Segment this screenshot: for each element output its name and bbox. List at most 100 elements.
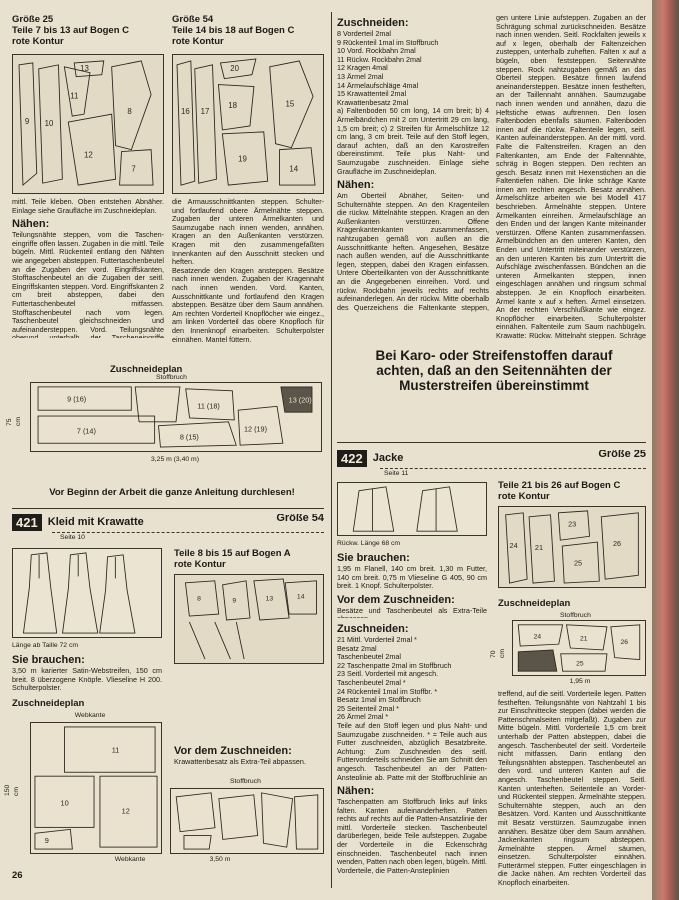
zusch-list-422: 21 Mittl. Vorderteil 2mal * Besatz 2mal … (337, 635, 452, 722)
naehen-text-right: Am Oberteil Abnäher, Seiten- und Schulte… (337, 191, 489, 312)
plan-piece-1: 7 (14) (77, 427, 96, 436)
model-421-seite: Seite 10 (60, 534, 85, 541)
brauchen-heading-421: Sie brauchen: (12, 653, 85, 666)
plan-title-421: Zuschneideplan (12, 698, 85, 709)
vor-heading-422: Vor dem Zuschneiden: (337, 593, 455, 606)
naehen-420-continued: gen untere Linie aufsteppen. Zugaben an … (496, 14, 646, 340)
model-422-seite: Seite 11 (384, 470, 409, 477)
size-54-contour: rote Kontur (172, 36, 224, 47)
plan-piece-0: 9 (16) (67, 394, 86, 403)
model-422-size: Größe 25 (598, 450, 646, 460)
svg-text:17: 17 (201, 107, 210, 116)
svg-text:24: 24 (534, 633, 542, 640)
model-422-header: 422 Jacke Größe 25 (337, 450, 646, 468)
model-421-number: 421 (12, 514, 42, 531)
plan-422-width: 1,95 m (569, 678, 591, 685)
svg-text:13: 13 (266, 595, 274, 602)
cutting-plan-drawing: 9 (16) 7 (14) 8 (15) 11 (18) 12 (19) 13 … (37, 386, 313, 448)
model-421-title: Kleid mit Krawatte (47, 516, 144, 529)
svg-text:12: 12 (122, 807, 130, 816)
svg-text:21: 21 (535, 543, 543, 552)
svg-text:10: 10 (45, 119, 54, 128)
cutting-plan-coat: 9 (16) 7 (14) 8 (15) 11 (18) 12 (19) 13 … (30, 382, 322, 452)
size-25-contour: rote Kontur (12, 36, 64, 47)
model-422-title: Jacke (372, 452, 404, 465)
arm-text: die Armausschnittkanten steppen. Schulte… (172, 198, 324, 267)
column-divider (331, 12, 332, 888)
model-422-length: Rückw. Länge 68 cm (337, 540, 401, 547)
svg-text:26: 26 (620, 639, 628, 646)
zuschneiden-list-right: 8 Vorderteil 2mal 9 Rückenteil 1mal im S… (337, 29, 439, 107)
coat-stoffbruch-label: Stoffbruch (156, 374, 187, 381)
dress-illustration (12, 548, 162, 638)
svg-text:19: 19 (238, 154, 247, 163)
plan-piece-2: 8 (15) (180, 432, 199, 441)
jacket-illustration (337, 482, 487, 536)
brauchen-heading-422: Sie brauchen: (337, 551, 410, 564)
plan-421-width: 3,50 m (209, 856, 231, 863)
naehen-heading-left: Nähen: (12, 218, 50, 231)
svg-text:13: 13 (80, 64, 89, 73)
naehen-422-block: Nähen: Taschenpatten am Stoffbruch links… (337, 782, 487, 890)
svg-text:9: 9 (25, 117, 29, 126)
model-421-size: Größe 54 (276, 514, 324, 524)
svg-text:7: 7 (131, 164, 135, 173)
plan-421-height: 150 cm (4, 784, 20, 796)
dress-drawing (22, 552, 136, 634)
naehen-text-left: Teilungsnähte steppen, vom die Taschen-e… (12, 230, 164, 338)
svg-text:14: 14 (289, 164, 298, 173)
plan-piece-3: 11 (18) (197, 401, 219, 410)
svg-text:20: 20 (230, 64, 239, 73)
model-422-number: 422 (337, 450, 367, 467)
divider-right (337, 442, 646, 443)
svg-text:9: 9 (232, 597, 236, 604)
size-54-header: Größe 54 Teile 14 bis 18 auf Bogen C rot… (172, 14, 322, 50)
svg-text:15: 15 (285, 99, 294, 108)
plan-piece-4: 12 (19) (244, 425, 267, 434)
svg-text:24: 24 (510, 541, 518, 550)
size-54-parts: Teile 14 bis 18 auf Bogen C (172, 25, 295, 36)
model-422-parts: Teile 21 bis 26 auf Bogen C rote Kontur (498, 480, 621, 502)
warning-banner: Vor Beginn der Arbeit die ganze Anleitun… (49, 487, 295, 498)
vor-dem-zuschneiden-421: Vor dem Zuschneiden: Krawattenbesatz als… (174, 742, 324, 772)
svg-text:25: 25 (576, 660, 584, 667)
naehen-text-left-2: Besatzende den Kragen ansteppen. Besätze… (172, 265, 324, 344)
model-421-length: Länge ab Taille 72 cm (12, 642, 79, 649)
dashed-rule-422 (380, 468, 646, 469)
einlage-note: mittl. Teile kleben. Oben entstehen Abnä… (12, 198, 164, 215)
svg-text:11: 11 (70, 91, 78, 100)
svg-text:14: 14 (297, 593, 305, 600)
plan-422-fold: Stoffbruch (560, 612, 591, 619)
size-25-instructions: mittl. Teile kleben. Oben entstehen Abnä… (12, 198, 164, 338)
model-421-parts: Teile 8 bis 15 auf Bogen A rote Kontur (174, 548, 291, 570)
webkante-bottom: Webkante (114, 856, 146, 863)
vor-text-422: Besätze und Taschenbeutel als Extra-Teil… (337, 605, 487, 618)
svg-text:23: 23 (568, 520, 576, 529)
svg-text:8: 8 (127, 107, 132, 116)
naehen-heading-right: Nähen: (337, 179, 375, 192)
zuschneiden-422-block: Zuschneiden: 21 Mittl. Vorderteil 2mal *… (337, 620, 487, 780)
model-422-materials: Rückw. Länge 68 cm Sie brauchen: 1,95 m … (337, 540, 487, 618)
zusch-text-422: Teile auf den Stoff legen und plus Naht-… (337, 720, 487, 780)
naehen-heading-422: Nähen: (337, 785, 375, 797)
size-25-parts: Teile 7 bis 13 auf Bogen C (12, 25, 130, 36)
jacket-drawing (352, 486, 458, 532)
divider (12, 508, 324, 509)
naehen-text-422: Taschenpatten am Stoffbruch links auf li… (337, 797, 487, 875)
dashed-rule (52, 532, 324, 533)
plan-422-height: 70 cm (490, 648, 506, 658)
model-421-materials: Länge ab Taille 72 cm Sie brauchen: 3,50… (12, 642, 162, 698)
zusch-heading-422: Zuschneiden: (337, 623, 409, 635)
plan-421-fold: Stoffbruch (230, 778, 261, 785)
